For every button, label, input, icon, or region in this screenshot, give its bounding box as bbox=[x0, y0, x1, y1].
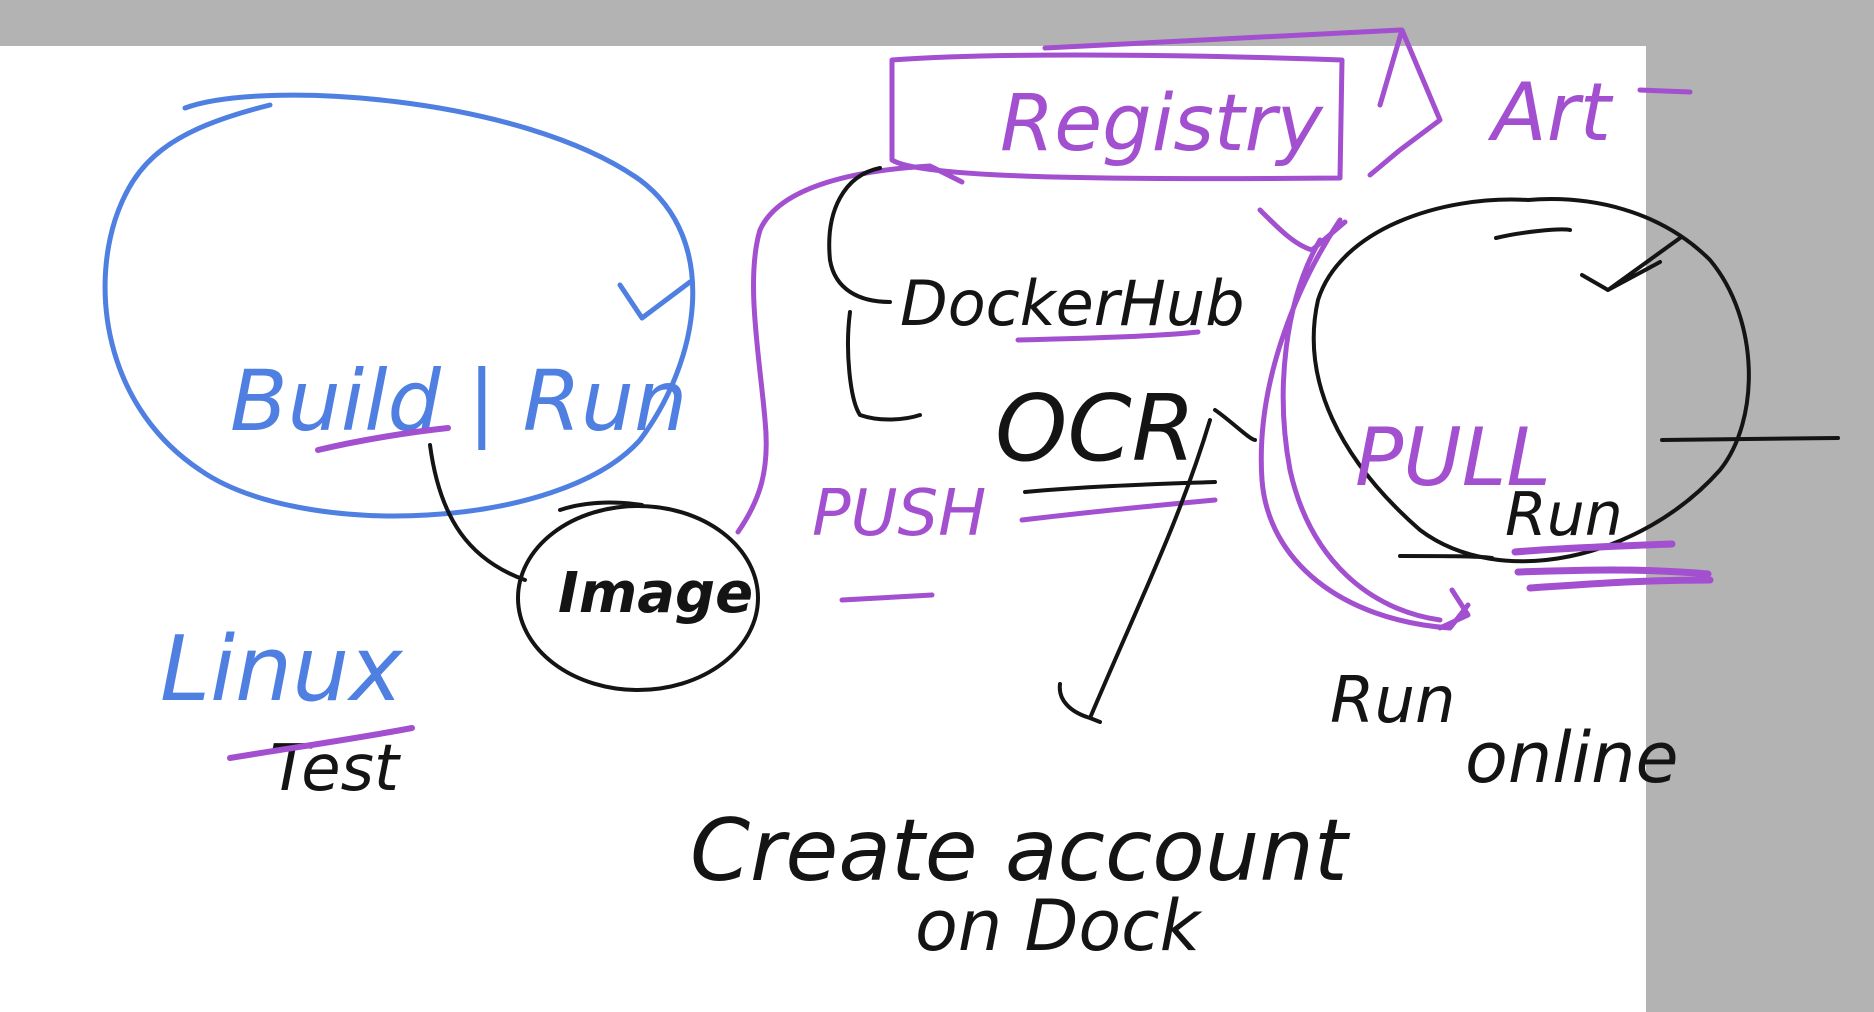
dockerhub-label: DockerHub bbox=[900, 267, 1245, 340]
run2-label: Run bbox=[1330, 664, 1456, 738]
push-underline bbox=[839, 592, 935, 603]
pull-arrow-head bbox=[1437, 587, 1471, 631]
run-underline-purple bbox=[1511, 540, 1714, 592]
run-label: Run bbox=[1505, 480, 1623, 550]
ocr-underline-black bbox=[1023, 480, 1217, 494]
build-run-label: Build | Run bbox=[230, 352, 687, 450]
artifact-tail bbox=[1637, 87, 1693, 95]
pull-horizontal-line bbox=[1660, 436, 1840, 442]
create-account-arrow bbox=[1057, 418, 1212, 724]
artifact-label: Art bbox=[1487, 66, 1614, 159]
registry-arrow-head bbox=[1367, 27, 1443, 178]
top-toolbar-area bbox=[0, 0, 1874, 46]
check-tick bbox=[617, 279, 693, 321]
pull-arrow-hook bbox=[1257, 207, 1348, 253]
linux-label: Linux bbox=[160, 617, 404, 722]
push-arrow bbox=[735, 163, 965, 535]
ocr-underline-purple bbox=[1019, 497, 1218, 523]
pull-arrow bbox=[1258, 217, 1471, 631]
whiteboard-canvas[interactable] bbox=[0, 46, 1646, 1012]
image-ellipse-tail bbox=[558, 500, 644, 512]
pull-circle-tail bbox=[1494, 227, 1572, 240]
pull-circle bbox=[1311, 197, 1751, 564]
registry-top-line bbox=[1042, 27, 1403, 51]
pull-x-mark bbox=[1580, 236, 1682, 292]
build-underline bbox=[315, 425, 451, 453]
build-to-image-line bbox=[428, 443, 527, 582]
create-account-line1: Create account bbox=[690, 801, 1351, 901]
registry-bracket-lower bbox=[846, 310, 922, 422]
right-gutter bbox=[1646, 46, 1874, 1012]
registry-bracket bbox=[827, 166, 892, 304]
create-account-line2: on Dock bbox=[915, 885, 1203, 967]
registry-box bbox=[889, 52, 1345, 182]
test-strikethrough bbox=[227, 725, 415, 761]
ocr-tail bbox=[1213, 408, 1257, 442]
online-label: online bbox=[1465, 717, 1679, 799]
pull-label: PULL bbox=[1355, 411, 1551, 504]
dockerhub-underline bbox=[1015, 329, 1201, 343]
run-left-stroke bbox=[1398, 554, 1494, 560]
image-label: Image bbox=[558, 561, 753, 626]
ocr-label: OCR bbox=[995, 375, 1196, 482]
build-run-circle bbox=[102, 92, 696, 519]
push-label: PUSH bbox=[812, 477, 986, 551]
test-label: Test bbox=[270, 732, 402, 806]
registry-label: Registry bbox=[1000, 79, 1325, 169]
